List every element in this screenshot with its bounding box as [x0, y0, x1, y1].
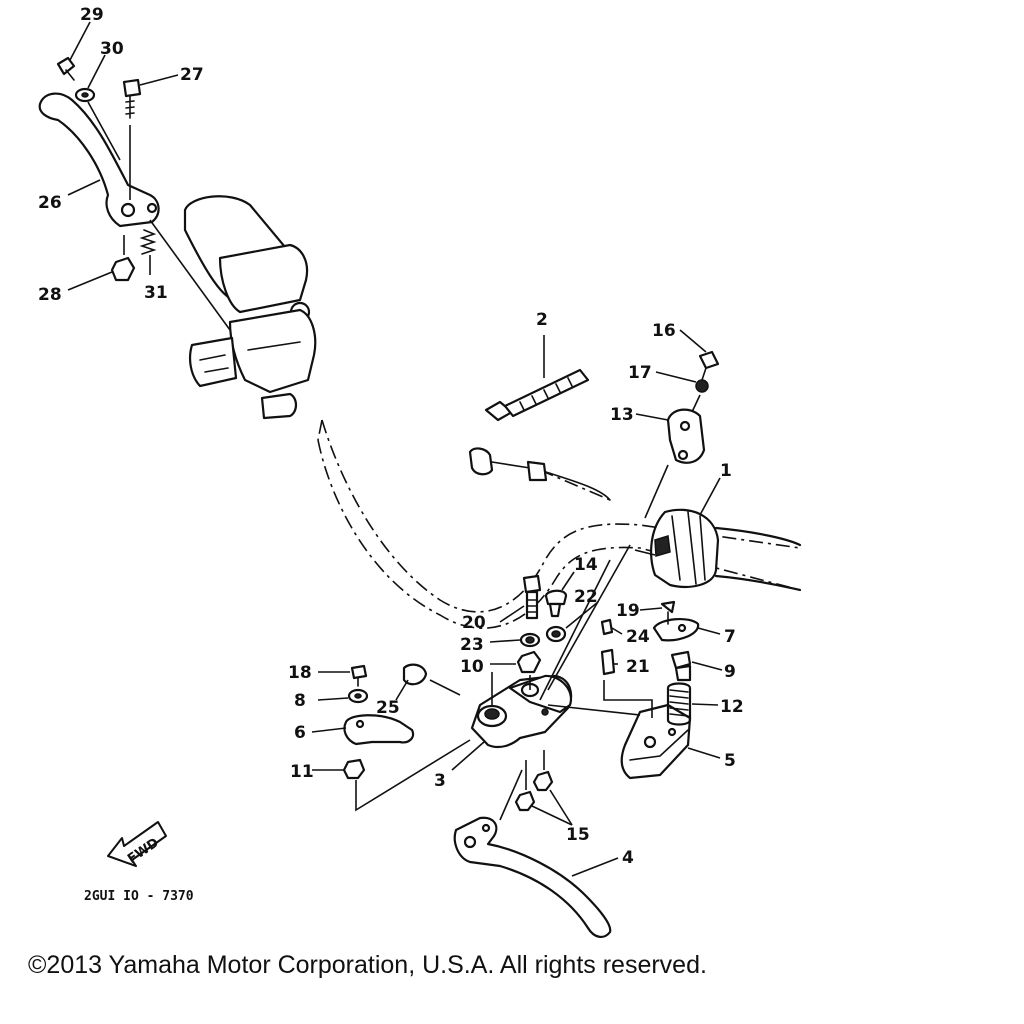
washer-17	[691, 379, 709, 413]
front-brake-lever-4	[453, 769, 612, 938]
screw-19	[660, 600, 676, 625]
callout-23: 23	[460, 635, 484, 655]
plunger-9	[670, 650, 692, 682]
callout-5: 5	[724, 751, 736, 771]
callout-2: 2	[536, 310, 548, 330]
callout-18: 18	[288, 663, 312, 683]
bracket-6	[343, 714, 415, 746]
nut-11	[342, 739, 471, 812]
master-cylinder-assembly	[183, 195, 317, 420]
nut-10	[516, 650, 542, 690]
wire-connector	[468, 447, 611, 501]
callout-9: 9	[724, 662, 736, 682]
handlebar	[317, 419, 801, 629]
nuts-15	[514, 750, 554, 812]
callout-leaders	[67, 21, 723, 877]
drawing-code: 2GUI IO - 7370	[84, 889, 194, 904]
copyright-notice: ©2013 Yamaha Motor Corporation, U.S.A. A…	[28, 951, 707, 979]
callout-13: 13	[610, 405, 634, 425]
collar-24	[600, 618, 614, 636]
clutch-lever-26	[38, 92, 231, 331]
pin-21	[600, 648, 616, 676]
nut-22	[545, 625, 567, 643]
plate-7	[652, 618, 700, 642]
screw-18	[350, 664, 368, 687]
callout-3: 3	[434, 771, 446, 791]
callout-20: 20	[462, 613, 486, 633]
lever-bracket-3	[470, 672, 573, 749]
callout-11: 11	[290, 762, 314, 782]
switch-housing-1	[634, 508, 802, 592]
grommet-25	[402, 663, 461, 696]
callout-26: 26	[38, 193, 62, 213]
fwd-arrow-icon: FWD	[107, 821, 167, 867]
washer-23	[519, 632, 541, 648]
callout-12: 12	[720, 697, 744, 717]
callout-10: 10	[460, 657, 484, 677]
washer-8	[347, 688, 369, 704]
callout-28: 28	[38, 285, 62, 305]
pivot-bolt-14	[544, 589, 568, 618]
callout-19: 19	[616, 601, 640, 621]
callout-16: 16	[652, 321, 676, 341]
clamp-13	[644, 408, 706, 519]
callout-6: 6	[294, 723, 306, 743]
callout-4: 4	[622, 848, 634, 868]
nut-28	[110, 235, 136, 282]
callout-1: 1	[720, 461, 732, 481]
callout-24: 24	[626, 627, 650, 647]
callout-8: 8	[294, 691, 306, 711]
callout-30: 30	[100, 39, 124, 59]
callout-29: 29	[80, 5, 104, 25]
callout-numbers: 29 30 27 26 28 31 2 16 17 13 1 14 22 20 …	[38, 5, 744, 868]
callout-27: 27	[180, 65, 204, 85]
callout-31: 31	[144, 283, 168, 303]
callout-25: 25	[376, 698, 400, 718]
callout-7: 7	[724, 627, 736, 647]
callout-14: 14	[574, 555, 598, 575]
callout-22: 22	[574, 587, 598, 607]
bolt-16	[698, 350, 720, 381]
callout-17: 17	[628, 363, 652, 383]
bolt-20	[522, 574, 542, 620]
spring-31	[139, 229, 157, 255]
callout-21: 21	[626, 657, 650, 677]
washer-30	[74, 87, 121, 161]
spring-12	[666, 682, 692, 726]
bolt-29	[56, 56, 76, 81]
bolt-27	[122, 78, 142, 200]
cable-band-2	[484, 335, 590, 422]
callout-15: 15	[566, 825, 590, 845]
